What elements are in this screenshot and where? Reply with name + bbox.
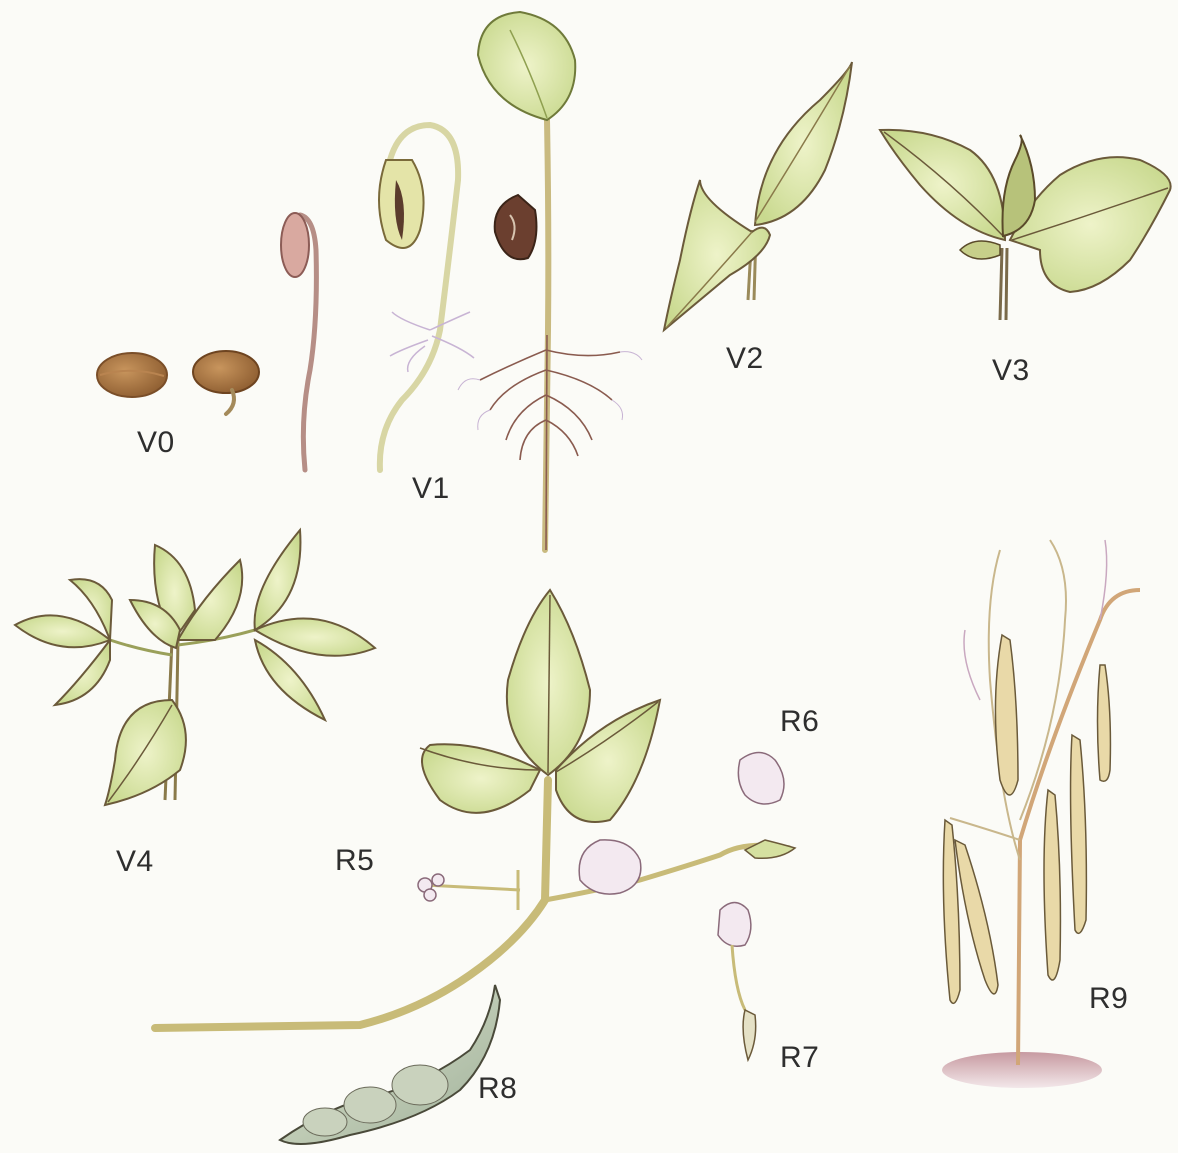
stage-label-v0: V0: [137, 428, 175, 458]
stage-label-v1: V1: [412, 474, 450, 504]
v1-seedling: [379, 12, 642, 550]
stage-label-r8: R8: [478, 1074, 517, 1104]
v4-plant: [15, 530, 375, 805]
germinating-seedling: [281, 213, 316, 470]
stage-label-r5: R5: [335, 846, 374, 876]
v3-plant: [880, 130, 1171, 320]
v0-seeds: [97, 351, 259, 414]
stage-label-r7: R7: [780, 1043, 819, 1073]
stage-label-r6: R6: [780, 707, 819, 737]
stage-label-v4: V4: [116, 847, 154, 877]
stage-label-r9: R9: [1089, 984, 1128, 1014]
v2-plant: [664, 62, 852, 330]
stage-label-v3: V3: [992, 356, 1030, 386]
reproductive-branch: [155, 590, 795, 1144]
stage-label-v2: V2: [726, 344, 764, 374]
